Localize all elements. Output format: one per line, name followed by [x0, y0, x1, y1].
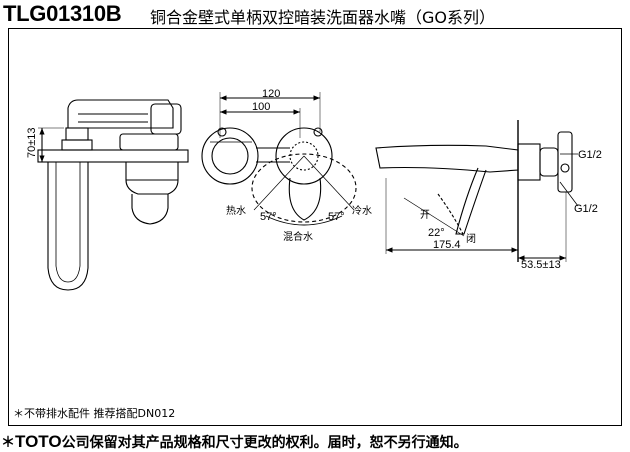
angle-left: 57°: [260, 211, 277, 223]
side-view: [37, 99, 189, 291]
front-view: [201, 92, 357, 226]
footer-text: 公司保留对其产品规格和尺寸更改的权利。届时，恕不另行通知。: [61, 435, 468, 451]
dim-width-inner: 100: [252, 101, 270, 113]
dim-projection: 175.4: [433, 239, 461, 251]
thread-top: G1/2: [578, 149, 602, 161]
close-label: 闭: [466, 232, 476, 245]
hot-water-label: 热水: [226, 204, 246, 217]
mixed-water-label: 混合水: [283, 230, 313, 243]
counter-slab: [37, 149, 189, 163]
dim-wall-depth: 53.5±13: [521, 259, 561, 271]
drawing-frame: [8, 28, 622, 426]
dim-side-height: 70±13: [26, 127, 38, 158]
cold-water-label: 冷水: [352, 204, 372, 217]
angle-right: 57°: [328, 211, 345, 223]
product-title: 铜合金壁式单柄双控暗装洗面器水嘴（GO系列）: [150, 8, 495, 27]
spout-body: [67, 99, 174, 129]
rotation-arc: [251, 153, 357, 223]
lever-angle: 22°: [428, 227, 445, 239]
footer-asterisk: ＊: [1, 435, 15, 451]
handle-block: [150, 103, 182, 135]
header-bar: TLG01310B 铜合金壁式单柄双控暗装洗面器水嘴（GO系列）: [0, 0, 630, 28]
valve-cartridge: [119, 133, 179, 151]
brand-name: TOTO: [15, 432, 62, 451]
profile-spout: [375, 144, 519, 173]
thread-bottom: G1/2: [574, 203, 598, 215]
right-escutcheon: [275, 127, 333, 185]
footer-disclaimer: ＊TOTO公司保留对其产品规格和尺寸更改的权利。届时，恕不另行通知。: [1, 432, 468, 452]
model-number: TLG01310B: [3, 1, 122, 26]
technical-drawing: 70±13 120 100 热水 冷水 57° 57° 混合水: [26, 88, 602, 291]
left-escutcheon: [201, 127, 259, 185]
handle-lever: [288, 177, 322, 221]
dim-width-outer: 120: [262, 88, 280, 100]
drain-pipe: [47, 162, 89, 291]
note-text: ＊不带排水配件 推荐搭配DN012: [13, 407, 176, 420]
profile-view: [375, 120, 579, 262]
open-label: 开: [420, 210, 430, 221]
